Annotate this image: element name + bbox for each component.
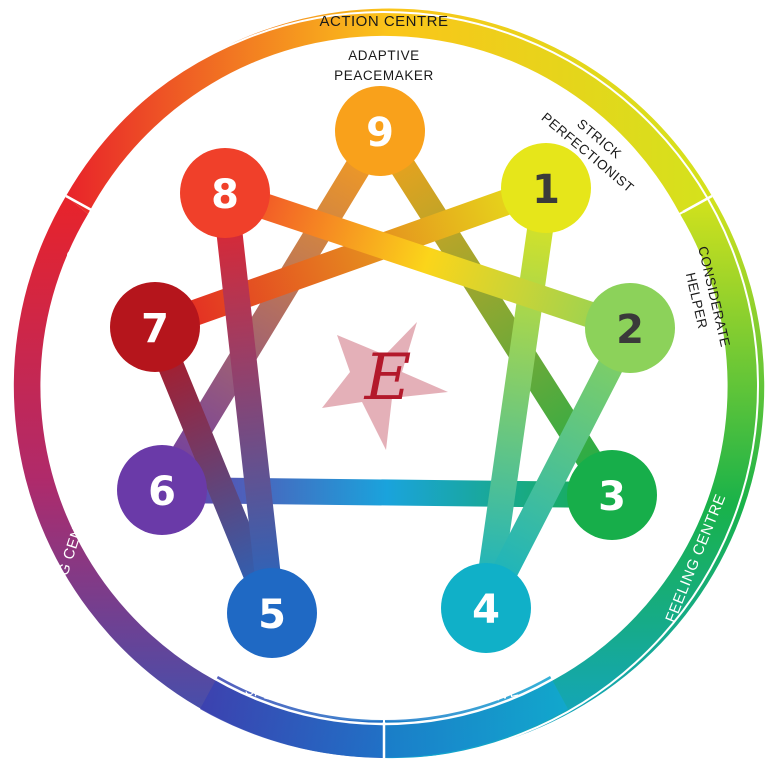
ring-band-top (66, 8, 712, 214)
logo: E (322, 322, 448, 450)
logo-letter: E (364, 341, 412, 415)
type-node-6: 6 (117, 445, 207, 535)
type-node-3: 3 (567, 450, 657, 540)
type-node-circle (110, 282, 200, 372)
line-2-4 (473, 315, 643, 621)
type-node-8: 8 (180, 148, 270, 238)
svg-text:ADAPTIVE: ADAPTIVE (348, 48, 420, 63)
type-node-circle (441, 563, 531, 653)
type-node-number: 2 (616, 307, 644, 353)
line-5-8 (212, 180, 285, 626)
type-nodes: 9 1 2 3 4 5 6 7 8 (110, 86, 675, 658)
ring-band-bottom-overlay (200, 676, 568, 758)
connection-lines (142, 118, 643, 626)
type-node-number: 8 (211, 172, 239, 218)
ring-band-right (384, 196, 765, 759)
type-node-number: 9 (366, 110, 394, 156)
type-node-number: 1 (532, 167, 560, 213)
line-1-7 (142, 175, 559, 340)
type-node-1: 1 (501, 143, 591, 233)
svg-text:PEACEMAKER: PEACEMAKER (334, 68, 434, 83)
type-node-number: 5 (258, 592, 286, 638)
line-2-8 (212, 180, 643, 341)
type-node-number: 6 (148, 469, 176, 515)
type-node-number: 3 (598, 474, 626, 520)
type-node-5: 5 (227, 568, 317, 658)
type-node-7: 7 (110, 282, 200, 372)
line-5-7 (142, 314, 285, 626)
type-node-9: 9 (335, 86, 425, 176)
type-node-2: 2 (585, 283, 675, 373)
star-icon (322, 322, 448, 450)
type-node-circle (501, 143, 591, 233)
line-1-4 (473, 175, 559, 621)
ring-band-left (13, 196, 384, 758)
type-node-number: 4 (472, 587, 500, 633)
type-node-circle (117, 445, 207, 535)
type-node-circle (335, 86, 425, 176)
type-node-number: 7 (141, 306, 169, 352)
type-node-circle (180, 148, 270, 238)
type-node-circle (227, 568, 317, 658)
type-node-circle (567, 450, 657, 540)
type-9-label: ADAPTIVE PEACEMAKER (334, 48, 434, 83)
type-node-circle (585, 283, 675, 373)
action-centre-label: ACTION CENTRE (319, 13, 448, 30)
type-node-4: 4 (441, 563, 531, 653)
